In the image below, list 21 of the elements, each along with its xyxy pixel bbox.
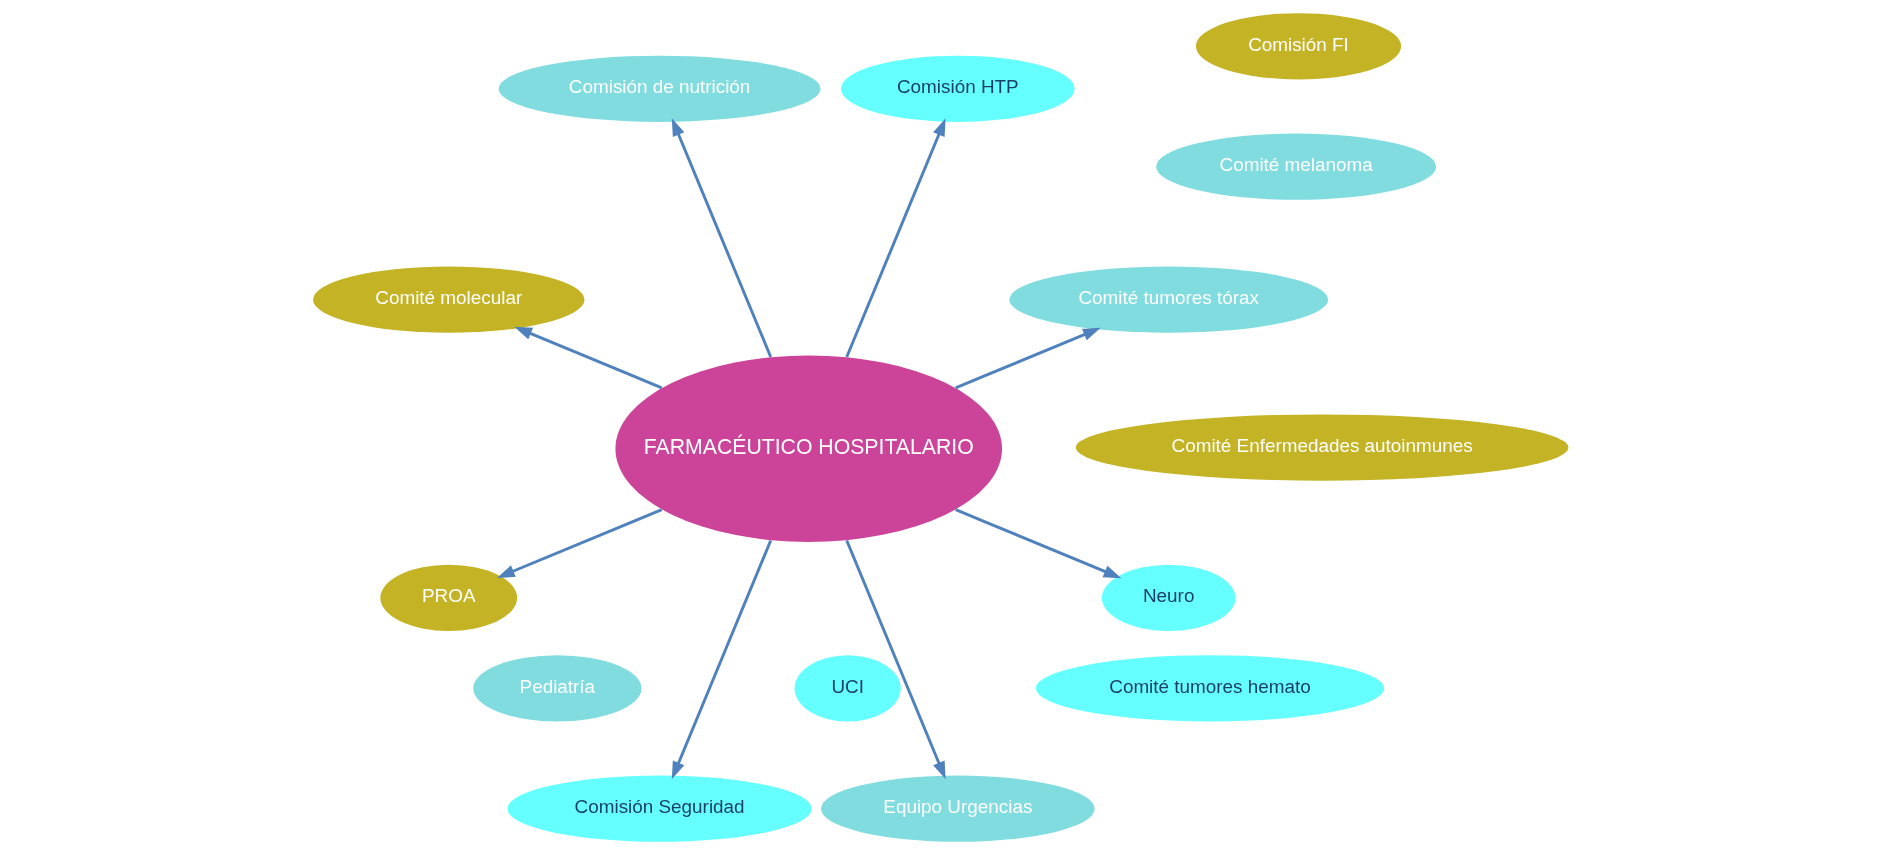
node-ellipse: Comisión FI: [1195, 13, 1401, 80]
node-ellipse: Equipo Urgencias: [820, 775, 1095, 842]
node-ellipse: FARMACÉUTICO HOSPITALARIO: [614, 355, 1002, 542]
arrow: [671, 539, 772, 780]
arrow: [954, 327, 1101, 390]
arrow: [671, 118, 772, 358]
arrow: [496, 508, 662, 578]
node-ellipse: Comisión Seguridad: [507, 775, 812, 842]
node-ellipse: Comité Enfermedades autoinmunes: [1075, 414, 1568, 481]
node-ellipse: Comisión de nutrición: [498, 55, 821, 122]
arrow: [954, 508, 1121, 579]
node-ellipse: Comité molecular: [312, 266, 584, 333]
node-ellipse: Comité tumores hemato: [1035, 655, 1384, 722]
node-ellipse: Comité melanoma: [1155, 133, 1436, 200]
node-ellipse: Pediatría: [472, 655, 642, 722]
node-ellipse: UCI: [794, 655, 901, 722]
arrow: [844, 539, 946, 780]
node-ellipse: Comité tumores tórax: [1008, 266, 1328, 333]
node-ellipse: Comisión HTP: [840, 55, 1075, 122]
arrow: [513, 326, 662, 390]
arrow: [844, 118, 946, 358]
